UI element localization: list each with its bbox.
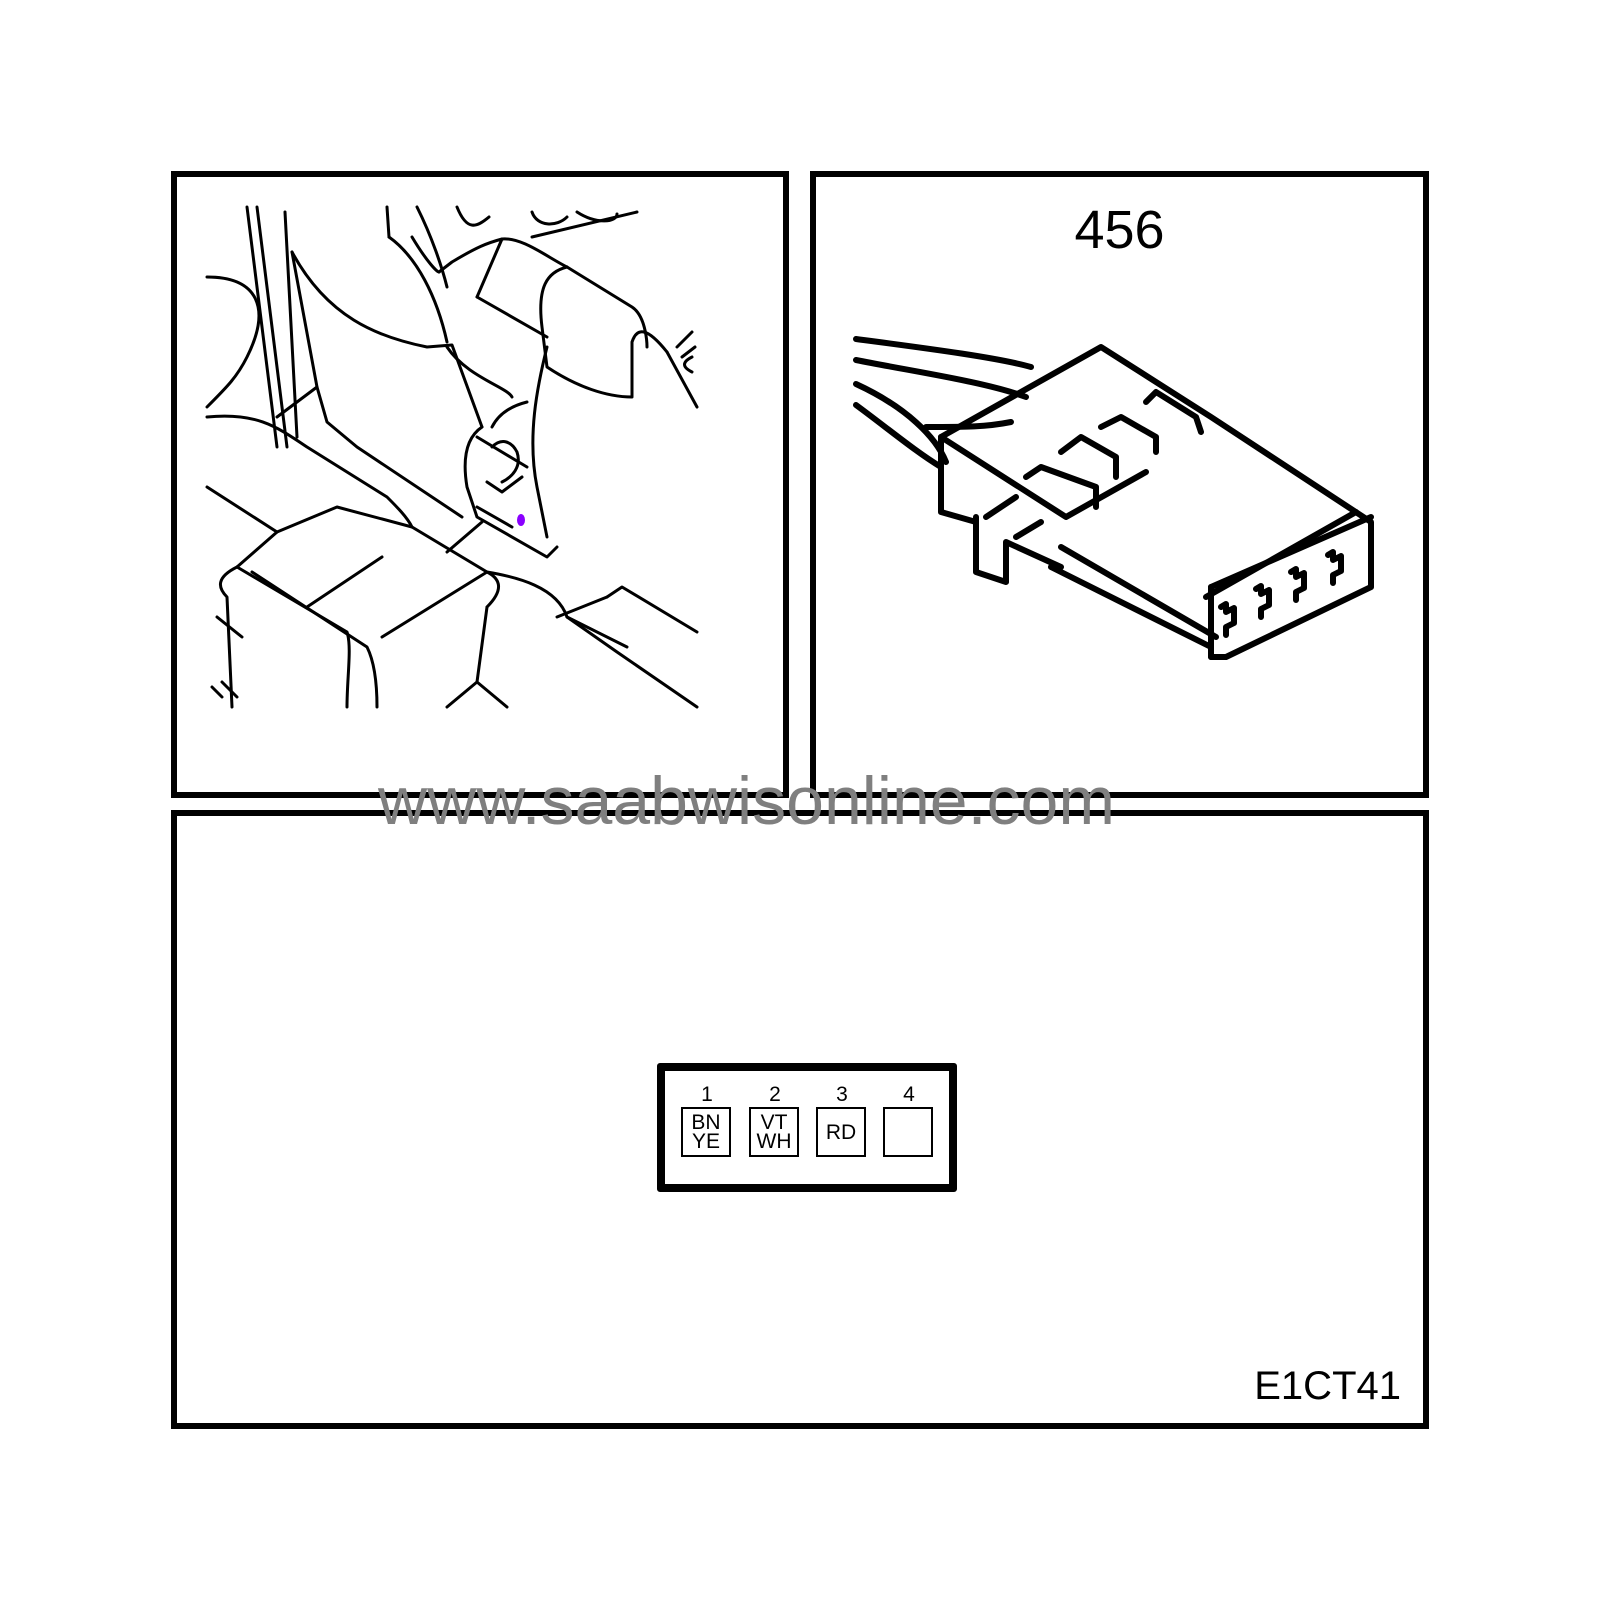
connector-pinout-face: 1 BN YE 2 VT WH 3 RD 4 [657, 1063, 957, 1192]
figure-code: E1CT41 [1254, 1364, 1401, 1408]
wire-color: VT [760, 1111, 788, 1134]
location-panel [171, 171, 789, 798]
connector-number: 456 [1074, 200, 1165, 260]
connector-illustration [853, 336, 1374, 660]
pinout-panel: 1 BN YE 2 VT WH 3 RD 4 E1CT41 [171, 810, 1429, 1429]
pin-2: 2 VT WH [749, 1083, 801, 1157]
pin-3: 3 RD [816, 1083, 868, 1157]
vehicle-interior-illustration [205, 205, 699, 709]
wire-color: BN [691, 1111, 721, 1134]
wire-color: WH [756, 1130, 792, 1153]
pin-number: 3 [836, 1083, 848, 1106]
wire-color: RD [825, 1120, 857, 1144]
pin-wire-colors [883, 1107, 933, 1157]
pin-number: 2 [769, 1083, 781, 1106]
pin-wire-colors: RD [816, 1107, 866, 1157]
pin-wire-colors: BN YE [681, 1107, 731, 1157]
wire-color: YE [691, 1130, 720, 1153]
connector-panel: 456 [810, 171, 1429, 798]
connector-location-highlight [517, 514, 525, 526]
pin-4: 4 [883, 1083, 935, 1157]
pin-1: 1 BN YE [681, 1083, 733, 1157]
pin-number: 4 [903, 1083, 915, 1106]
pin-wire-colors: VT WH [749, 1107, 799, 1157]
pin-number: 1 [701, 1083, 713, 1106]
